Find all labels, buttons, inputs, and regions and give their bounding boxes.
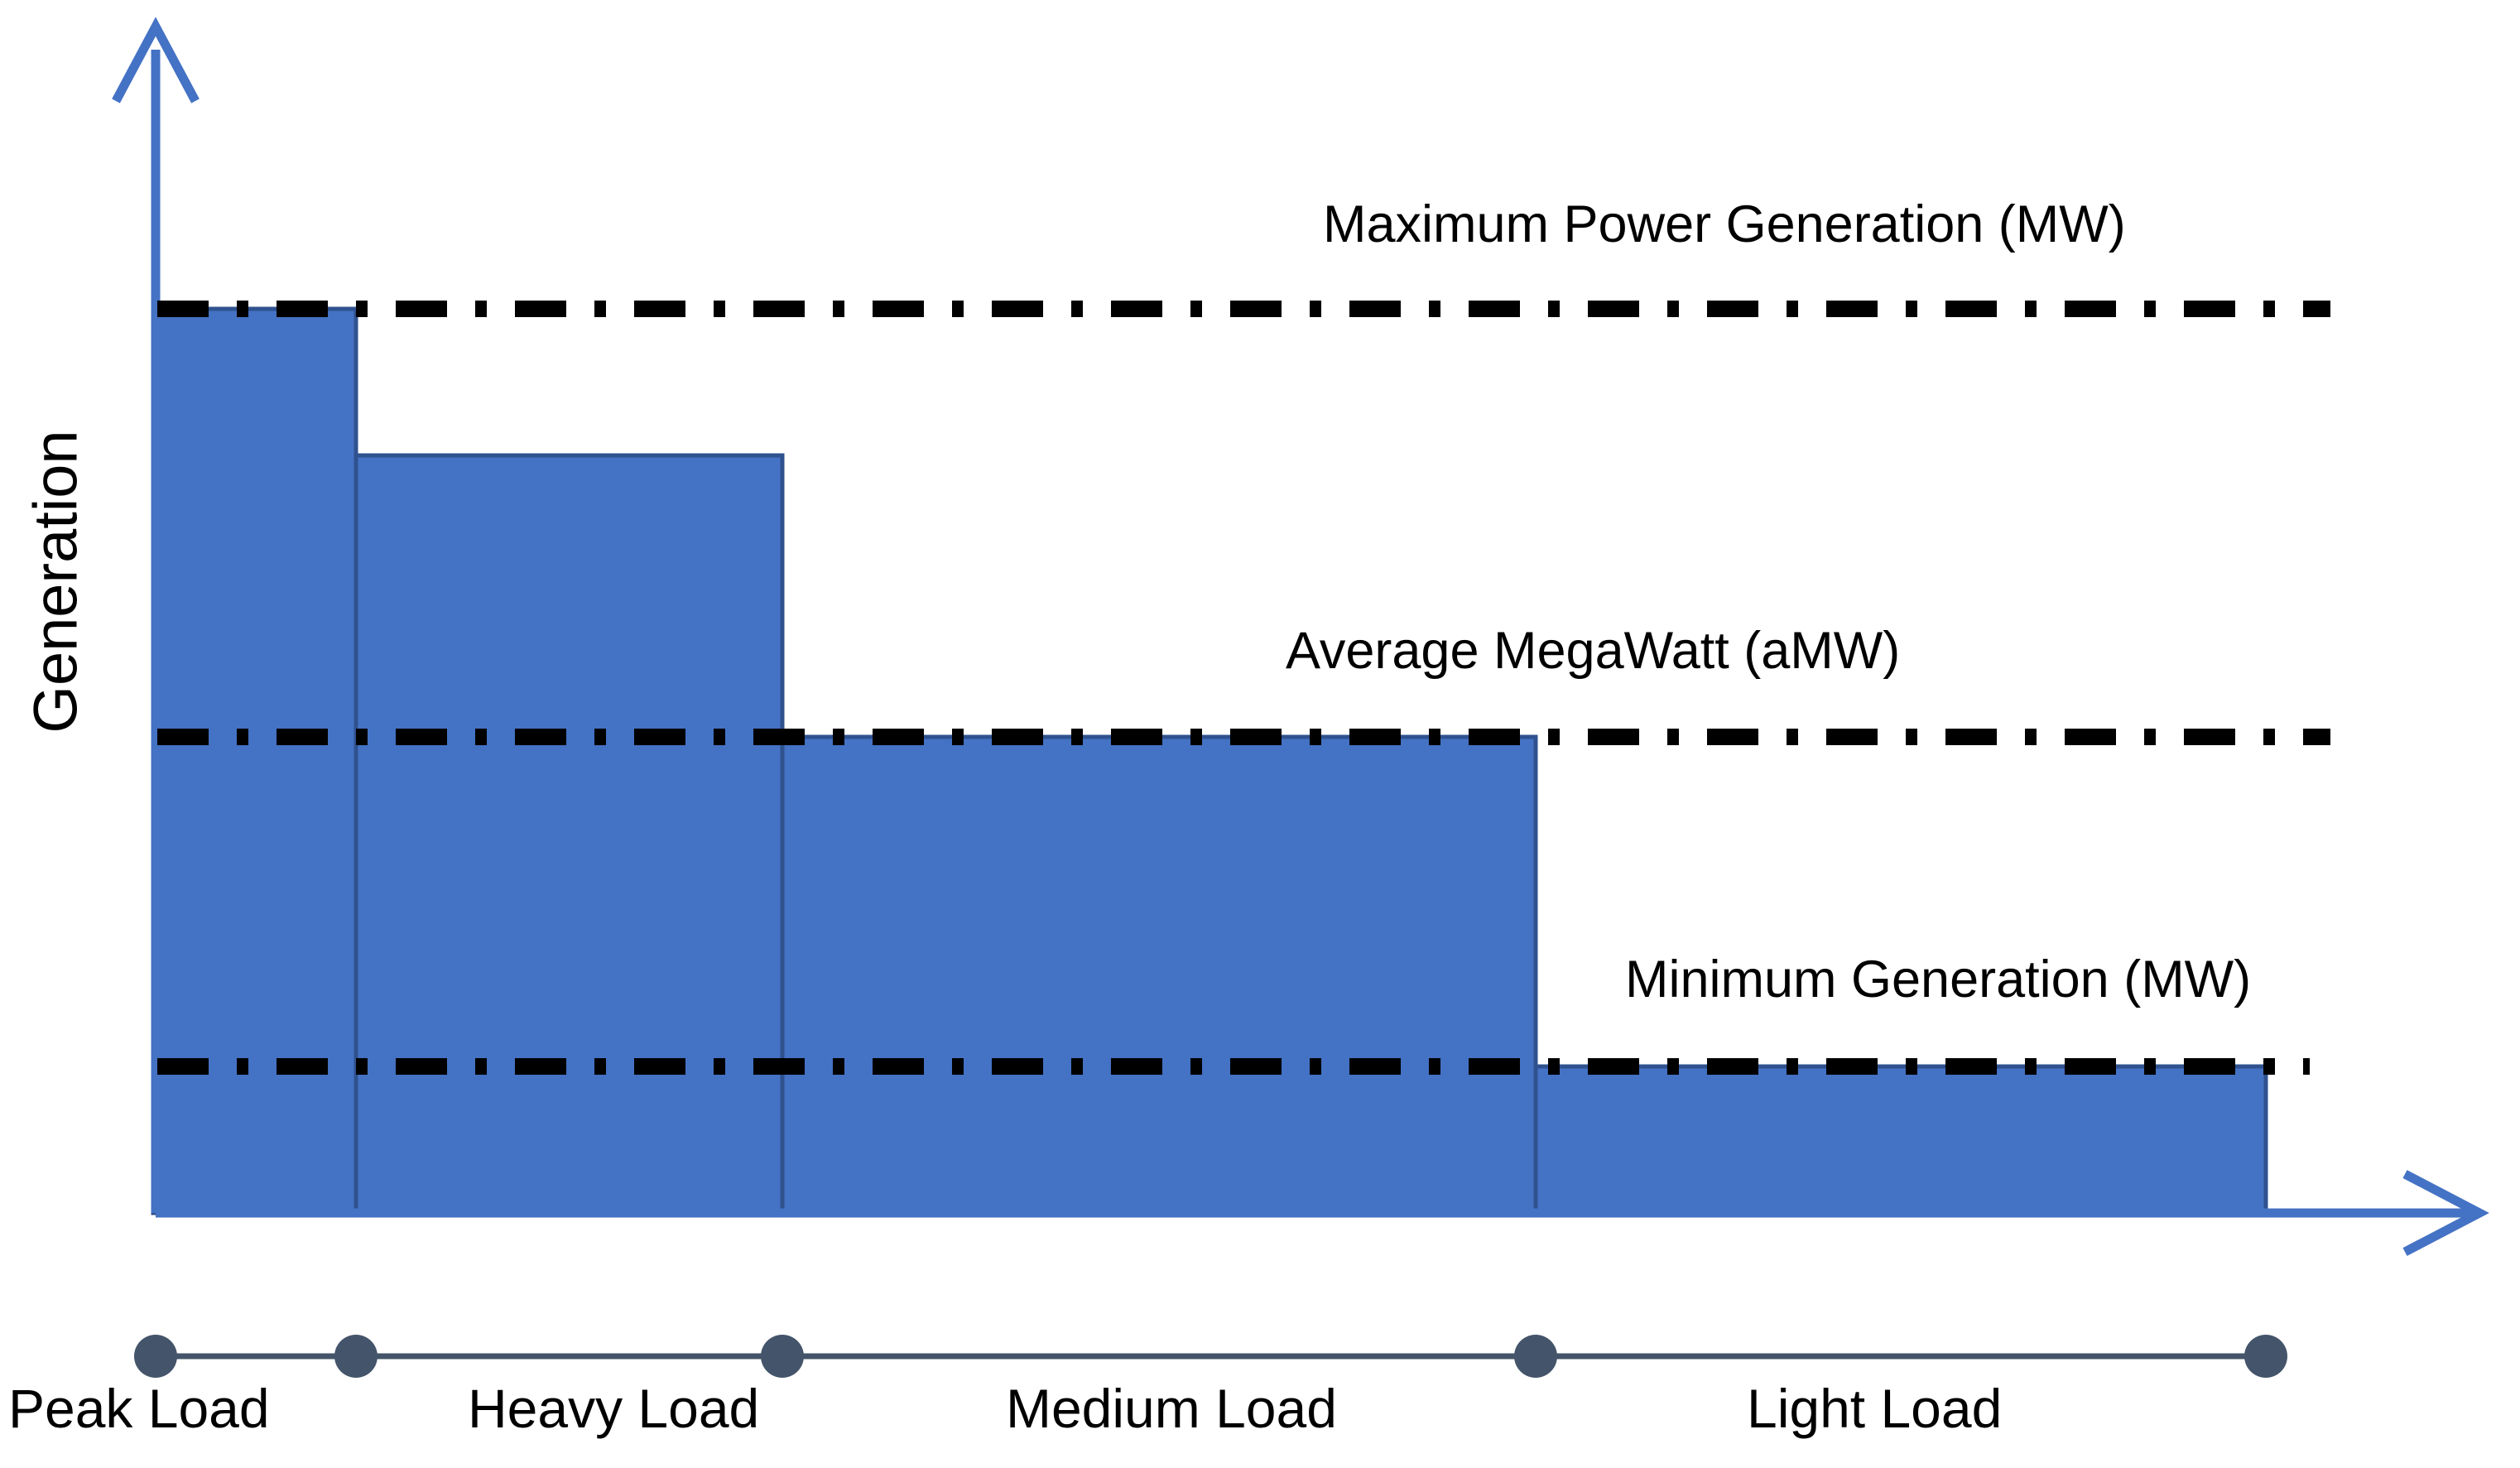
bar-series (151, 306, 2268, 1215)
average-megawatt-label: Average MegaWatt (aMW) (1286, 622, 1901, 680)
category-label-light-load: Light Load (1747, 1378, 2003, 1439)
category-tick-dot[interactable] (761, 1335, 804, 1378)
y-axis-arrow (112, 17, 200, 1213)
category-tick-dot[interactable] (134, 1335, 177, 1378)
category-label-heavy-load: Heavy Load (468, 1378, 760, 1439)
category-label-medium-load: Medium Load (1006, 1378, 1337, 1439)
category-label-peak-load: Peak Load (8, 1378, 270, 1439)
y-axis-title: Generation (21, 430, 90, 734)
minimum-generation-label: Minimum Generation (MW) (1625, 951, 2252, 1008)
bar-heavy-load[interactable] (353, 453, 785, 1215)
category-tick-axis (134, 1335, 2287, 1378)
category-tick-dot[interactable] (1514, 1335, 1557, 1378)
category-tick-dot[interactable] (334, 1335, 378, 1378)
category-tick-dot[interactable] (2244, 1335, 2287, 1378)
bar-peak-load[interactable] (151, 306, 358, 1215)
x-axis-arrow (156, 1170, 2489, 1256)
bar-medium-load[interactable] (780, 734, 1538, 1215)
max-power-generation-label: Maximum Power Generation (MW) (1323, 195, 2126, 253)
bar-light-load[interactable] (1533, 1064, 2268, 1215)
